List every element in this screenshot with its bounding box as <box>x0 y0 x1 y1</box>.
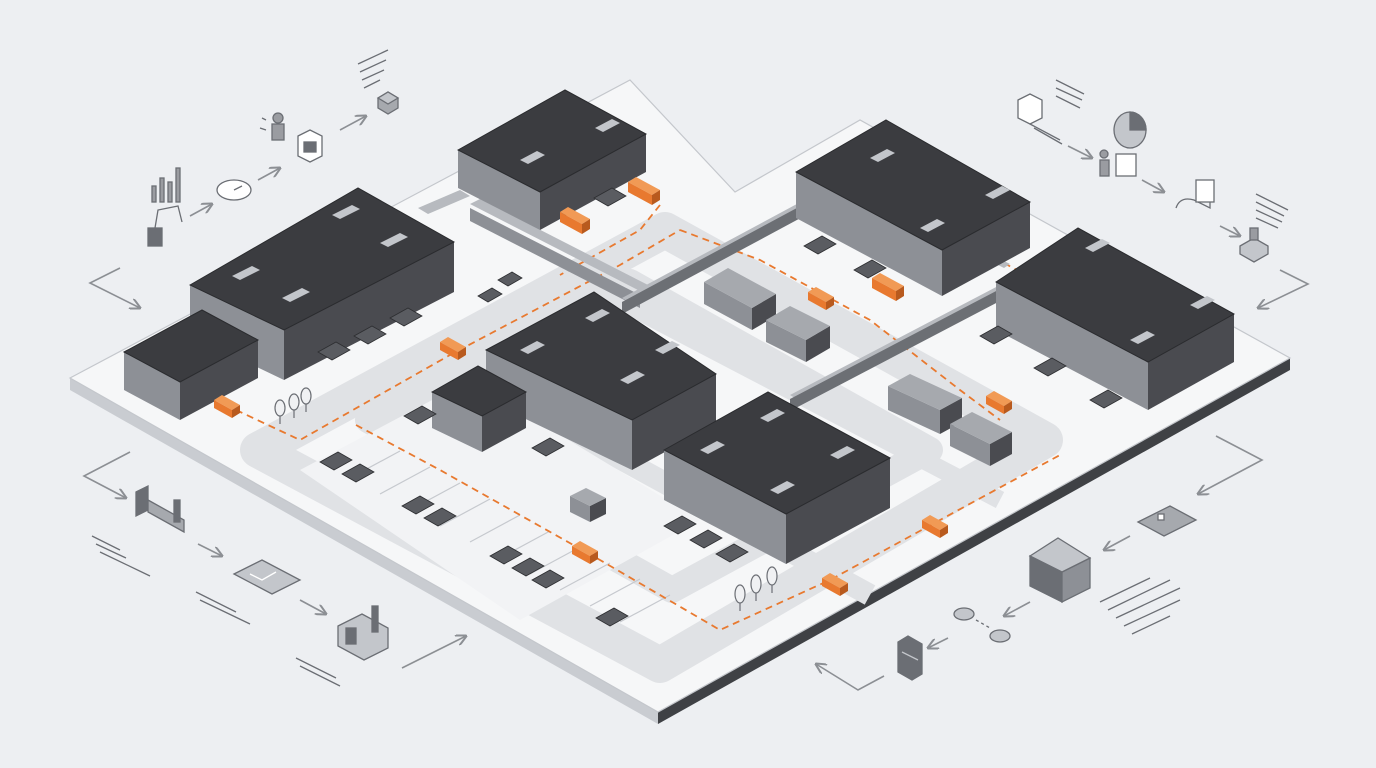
factory-icon <box>135 484 185 534</box>
orange-truck <box>572 541 598 564</box>
map-icon <box>1136 505 1198 537</box>
bar-chart-icon <box>151 167 181 203</box>
gray-truck <box>531 569 565 589</box>
package-icon <box>376 91 400 115</box>
robot-icon <box>1239 227 1269 263</box>
annex-center <box>430 365 528 452</box>
flow-arrows <box>82 116 1310 691</box>
gray-truck <box>401 495 435 515</box>
gray-truck <box>403 405 437 425</box>
building-north <box>456 89 648 230</box>
worker-icon <box>259 112 285 141</box>
worker-icon <box>1099 149 1137 177</box>
small-sheds-center <box>570 268 1012 522</box>
document-icon <box>195 591 341 687</box>
orange-truck <box>822 573 848 596</box>
gray-truck <box>1033 357 1067 377</box>
gray-truck <box>689 529 723 549</box>
gray-truck <box>353 325 387 345</box>
clock-icon <box>216 179 252 201</box>
annex-west <box>122 309 260 420</box>
gray-truck <box>853 259 887 279</box>
gray-truck <box>593 187 627 207</box>
trees <box>274 387 778 611</box>
gray-truck <box>531 437 565 457</box>
orange-truck <box>628 177 660 205</box>
skybridges <box>418 190 1010 452</box>
gray-truck <box>319 451 353 471</box>
orange-truck <box>560 207 590 234</box>
document-icon <box>91 535 151 577</box>
hand-icon <box>1175 179 1215 210</box>
orange-truck <box>986 391 1012 414</box>
flow-icons-bottom-right <box>897 505 1198 681</box>
robot-arm-icon <box>147 205 183 247</box>
conveyor-machine-icon <box>1017 93 1063 145</box>
gray-truck <box>663 515 697 535</box>
warehouse-icon <box>1028 537 1092 604</box>
document-icon <box>1099 577 1181 635</box>
scanner-icon <box>297 129 323 163</box>
orange-truck <box>214 395 240 418</box>
orange-truck <box>440 337 466 360</box>
orange-truck <box>872 273 904 301</box>
building-east <box>995 227 1236 410</box>
flow-icons-bottom-left <box>91 484 389 687</box>
gray-truck <box>317 341 351 361</box>
sensor-icon <box>953 607 1011 643</box>
gray-truck <box>341 463 375 483</box>
gray-truck <box>497 271 523 287</box>
building-south <box>662 391 892 564</box>
building-northeast <box>794 119 1032 296</box>
map-icon <box>232 559 302 595</box>
server-icon <box>897 635 923 681</box>
gray-truck <box>423 507 457 527</box>
gray-truck <box>803 235 837 255</box>
flow-icons-top-left <box>147 49 400 247</box>
document-icon <box>357 49 389 89</box>
pie-chart-icon <box>1113 111 1147 149</box>
orange-truck <box>922 515 948 538</box>
document-icon <box>1255 193 1289 229</box>
gray-truck <box>511 557 545 577</box>
flow-icons-top-right <box>1017 79 1289 263</box>
gray-truck <box>489 545 523 565</box>
document-icon <box>1055 79 1085 109</box>
orange-truck <box>808 287 834 310</box>
gray-truck <box>595 607 629 627</box>
factory-icon <box>337 605 389 661</box>
gray-truck <box>389 307 423 327</box>
building-center <box>484 291 717 470</box>
gray-truck <box>715 543 749 563</box>
gray-truck <box>979 325 1013 345</box>
gray-truck <box>1089 389 1123 409</box>
truck-fleet <box>214 177 1123 627</box>
gray-truck <box>477 287 503 303</box>
